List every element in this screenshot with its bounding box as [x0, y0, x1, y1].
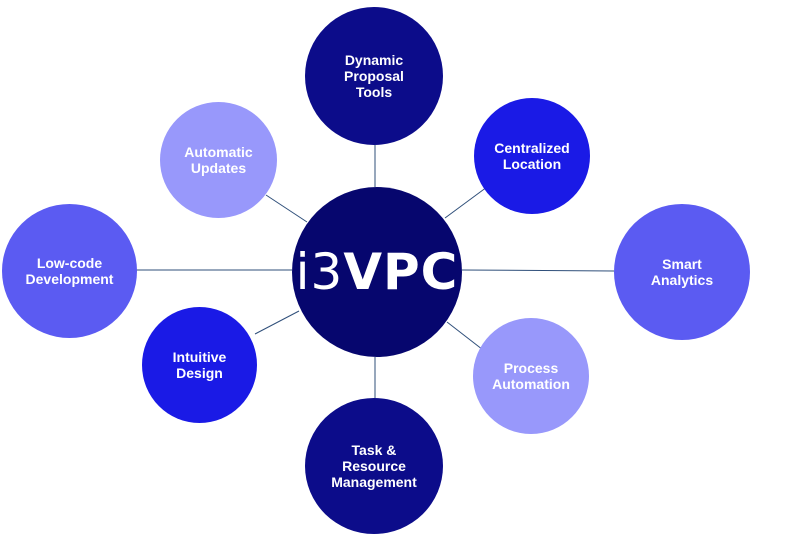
node-intuitive-design: Intuitive Design: [142, 307, 257, 423]
i3vpc-logo: i3VPC: [296, 247, 459, 297]
connector-intuitive: [254, 310, 300, 335]
node-task-resource-management: Task & Resource Management: [305, 398, 443, 534]
hub-circle: i3VPC: [292, 187, 462, 357]
logo-prefix: i3: [295, 243, 344, 301]
logo-suffix: VPC: [343, 243, 459, 301]
node-smart-analytics: Smart Analytics: [614, 204, 750, 340]
node-low-code-development: Low-code Development: [2, 204, 137, 338]
connector-centralized: [444, 186, 488, 219]
connector-automatic: [265, 194, 308, 223]
node-dynamic-proposal-tools: Dynamic Proposal Tools: [305, 7, 443, 145]
node-centralized-location: Centralized Location: [474, 98, 590, 214]
node-process-automation: Process Automation: [473, 318, 589, 434]
node-automatic-updates: Automatic Updates: [160, 102, 277, 218]
connector-smart: [461, 269, 615, 272]
